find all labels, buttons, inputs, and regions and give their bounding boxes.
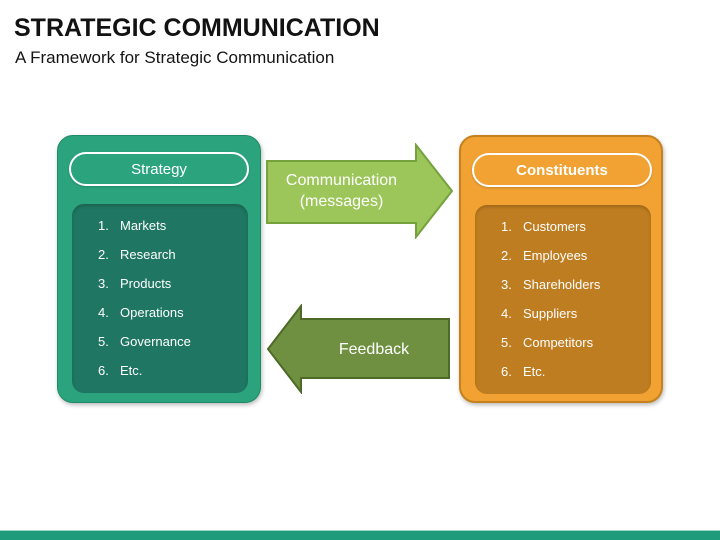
item-label: Suppliers: [523, 306, 578, 321]
list-item: 1. Markets: [72, 211, 248, 240]
item-number: 5.: [501, 335, 512, 350]
item-number: 6.: [501, 364, 512, 379]
constituents-header-pill: Constituents: [472, 153, 652, 187]
feedback-arrow-label: Feedback: [338, 340, 410, 358]
item-number: 2.: [98, 247, 109, 262]
list-item: 5. Governance: [72, 327, 248, 356]
item-label: Competitors: [523, 335, 594, 350]
communication-arrow: Communication (messages): [265, 143, 454, 239]
strategy-header-label: Strategy: [131, 160, 187, 178]
item-number: 1.: [501, 219, 512, 234]
item-label: Research: [120, 247, 176, 262]
communication-arrow-label-line1: Communication: [285, 172, 398, 189]
item-label: Employees: [523, 248, 588, 263]
strategy-header-pill: Strategy: [69, 152, 249, 186]
item-number: 5.: [98, 334, 109, 349]
list-item: 3. Products: [72, 269, 248, 298]
right-arrow-icon: [266, 143, 454, 239]
list-item: 4. Suppliers: [475, 299, 651, 328]
item-number: 3.: [98, 276, 109, 291]
page-title: STRATEGIC COMMUNICATION: [14, 14, 380, 42]
constituents-header-label: Constituents: [516, 161, 608, 179]
left-arrow-icon: [266, 304, 450, 394]
communication-arrow-label-line2: (messages): [299, 193, 384, 210]
item-number: 2.: [501, 248, 512, 263]
feedback-arrow: Feedback: [266, 304, 451, 394]
item-number: 3.: [501, 277, 512, 292]
item-number: 6.: [98, 363, 109, 378]
communication-arrow-label: Communication (messages): [267, 143, 416, 239]
list-item: 4. Operations: [72, 298, 248, 327]
constituents-list-panel: 1. Customers 2. Employees 3. Shareholder…: [475, 205, 651, 394]
list-item: 2. Employees: [475, 241, 651, 270]
strategy-list-panel: 1. Markets 2. Research 3. Products 4. Op…: [72, 204, 248, 393]
item-label: Shareholders: [523, 277, 601, 292]
item-number: 4.: [501, 306, 512, 321]
item-label: Customers: [523, 219, 586, 234]
list-item: 1. Customers: [475, 212, 651, 241]
list-item: 3. Shareholders: [475, 270, 651, 299]
item-label: Etc.: [523, 364, 546, 379]
list-item: 6. Etc.: [475, 357, 651, 386]
item-number: 4.: [98, 305, 109, 320]
item-label: Etc.: [120, 363, 143, 378]
list-item: 2. Research: [72, 240, 248, 269]
list-item: 5. Competitors: [475, 328, 651, 357]
constituents-box: Constituents 1. Customers 2. Employees 3…: [459, 135, 663, 403]
footer-accent-bar: [0, 530, 720, 540]
item-label: Markets: [120, 218, 167, 233]
list-item: 6. Etc.: [72, 356, 248, 385]
strategy-box: Strategy 1. Markets 2. Research 3. Produ…: [57, 135, 261, 403]
item-label: Products: [120, 276, 172, 291]
item-number: 1.: [98, 218, 109, 233]
page-subtitle: A Framework for Strategic Communication: [15, 48, 335, 67]
item-label: Governance: [120, 334, 191, 349]
item-label: Operations: [120, 305, 184, 320]
